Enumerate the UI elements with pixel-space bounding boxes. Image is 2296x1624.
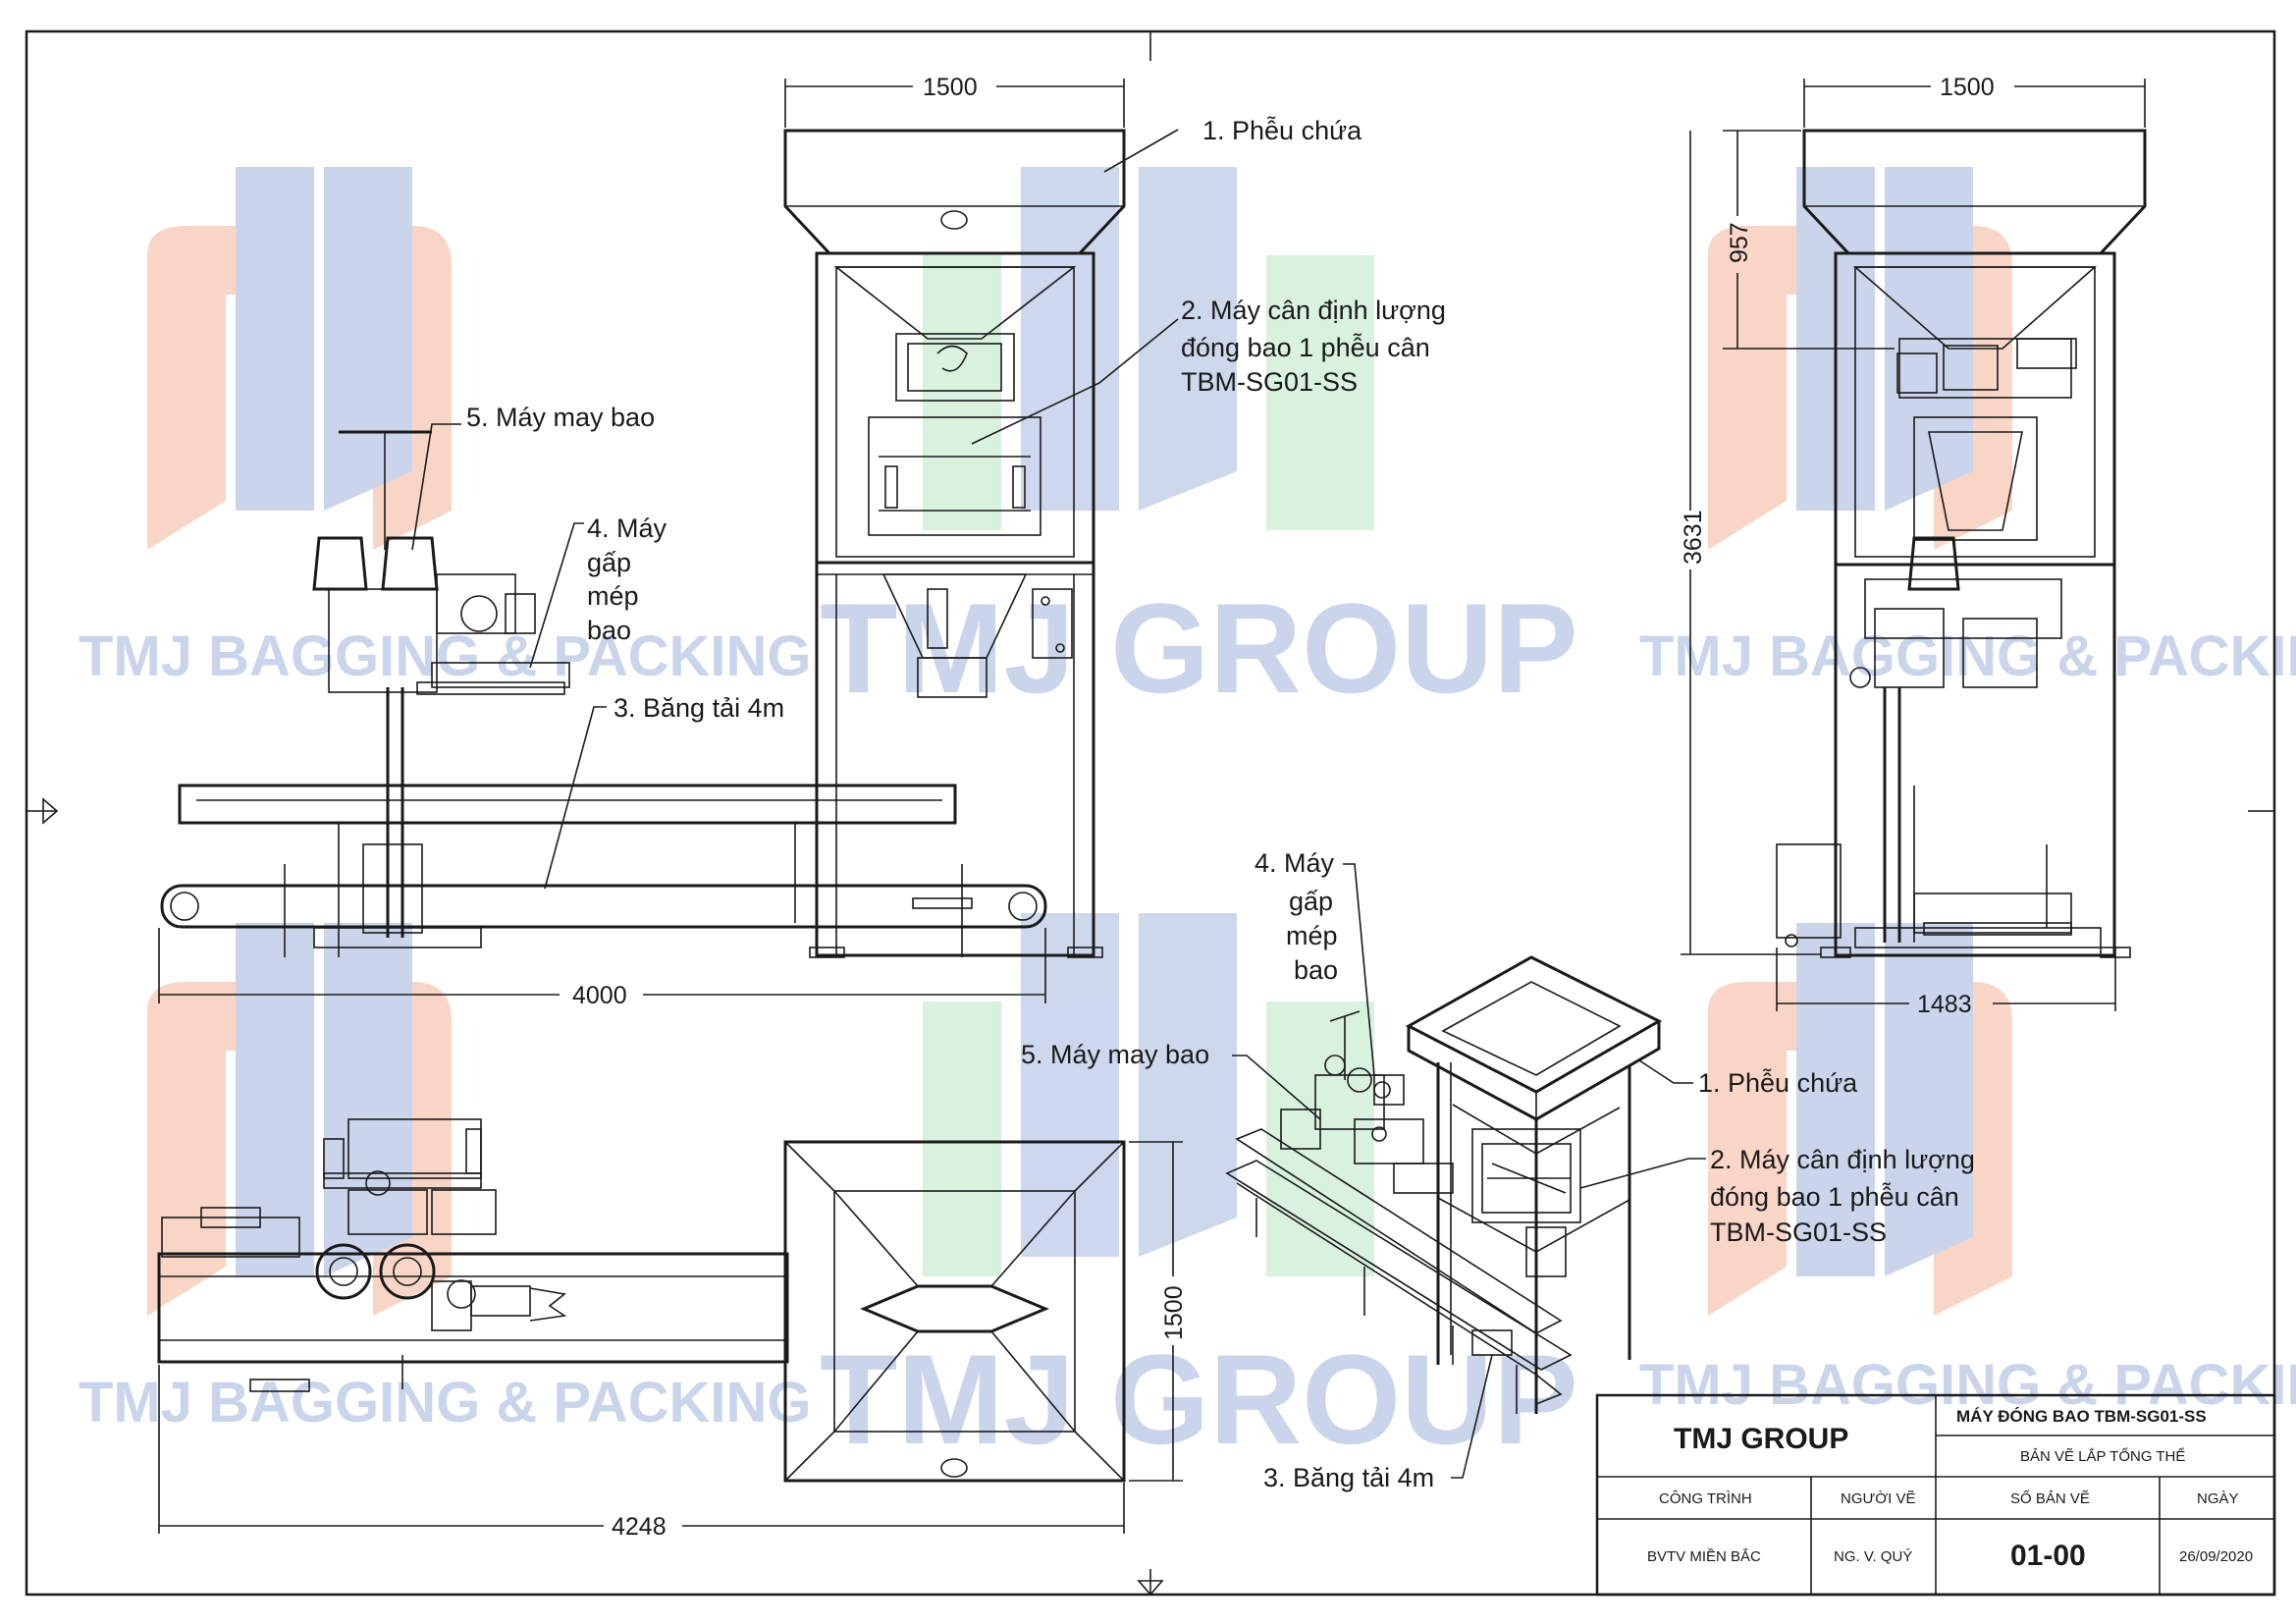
watermark-text-bottom-right: TMJ BAGGING & PACKING xyxy=(1639,1353,2296,1417)
center-mark-bottom xyxy=(1137,1569,1164,1597)
iso-label-folder-4: bao xyxy=(1294,955,1338,985)
watermark-text-bottom-center: TMJ GROUP xyxy=(820,1327,1578,1471)
title-block-drawing-type: BẢN VẼ LẮP TỔNG THỂ xyxy=(2020,1447,2185,1465)
iso-label-conveyor: 3. Băng tải 4m xyxy=(1263,1463,1434,1492)
watermark-logo-top-left xyxy=(147,167,452,550)
side-dim-top-width: 1500 xyxy=(1940,74,1995,101)
watermark-text-top-right: TMJ BAGGING & PACKING xyxy=(1639,624,2296,688)
front-label-folder-3: mép xyxy=(587,581,639,611)
front-frame xyxy=(815,251,1095,957)
side-dim-base-width: 1483 xyxy=(1917,991,1972,1018)
title-block-date: 26/09/2020 xyxy=(2179,1548,2253,1565)
iso-label-hopper: 1. Phễu chứa xyxy=(1698,1067,1858,1098)
side-dim-hopper-height: 957 xyxy=(1726,222,1753,263)
iso-label-scale-2: đóng bao 1 phễu cân xyxy=(1710,1181,1959,1212)
title-block-col-drawing-no: SỐ BẢN VẼ xyxy=(2010,1489,2090,1507)
title-block-drawing-no: 01-00 xyxy=(2010,1540,2086,1572)
title-block-drawer: NG. V. QUÝ xyxy=(1834,1548,1912,1565)
watermark-text-bottom-left: TMJ BAGGING & PACKING xyxy=(79,1371,812,1435)
front-label-conveyor: 3. Băng tải 4m xyxy=(614,693,784,723)
watermark-logo-top-right xyxy=(1708,167,2012,550)
front-label-scale-2: đóng bao 1 phễu cân xyxy=(1181,332,1430,362)
iso-label-folder-2: gấp xyxy=(1289,887,1333,916)
front-conveyor-rail xyxy=(178,784,957,825)
title-block: TMJ GROUP MÁY ĐÓNG BAO TBM-SG01-SS BẢN V… xyxy=(1595,1393,2276,1597)
side-frame xyxy=(1834,251,2116,957)
iso-callouts: 4. Máy gấp mép bao 5. Máy may bao 1. Phễ… xyxy=(1021,848,1975,1492)
front-label-scale-3: TBM-SG01-SS xyxy=(1181,367,1358,397)
side-dimensions: 1500 957 3631 1483 xyxy=(1680,74,2146,1018)
iso-label-sewing: 5. Máy may bao xyxy=(1021,1040,1209,1069)
front-view xyxy=(160,129,1126,958)
iso-conveyor xyxy=(1235,1128,1563,1334)
top-view xyxy=(157,1118,1126,1483)
watermark-logo-bottom-right xyxy=(1708,923,2012,1316)
center-mark-left xyxy=(27,797,59,825)
front-label-folder-1: 4. Máy xyxy=(587,514,667,543)
iso-view xyxy=(1225,955,1663,1414)
title-block-machine: MÁY ĐÓNG BAO TBM-SG01-SS xyxy=(1956,1407,2207,1426)
front-label-sewing: 5. Máy may bao xyxy=(466,403,655,432)
front-label-scale-1: 2. Máy cân định lượng xyxy=(1181,296,1446,325)
top-hopper xyxy=(783,1140,1126,1483)
top-conveyor xyxy=(157,1252,789,1364)
iso-label-folder-1: 4. Máy xyxy=(1255,848,1335,878)
top-dim-hopper-width: 1500 xyxy=(1160,1285,1188,1340)
front-conveyor-belt xyxy=(160,884,1047,929)
top-dim-length: 4248 xyxy=(612,1513,667,1541)
front-callouts: 1. Phễu chứa 2. Máy cân định lượng đóng … xyxy=(411,115,1446,890)
title-block-col-drawer: NGƯỜI VẼ xyxy=(1841,1490,1916,1507)
front-label-folder-4: bao xyxy=(587,616,631,645)
watermark-text-top-left: TMJ BAGGING & PACKING xyxy=(79,624,812,688)
iso-label-scale-1: 2. Máy cân định lượng xyxy=(1710,1145,1975,1174)
side-view xyxy=(1776,129,2147,958)
title-block-company: TMJ GROUP xyxy=(1674,1423,1848,1455)
front-dim-length: 4000 xyxy=(572,982,627,1009)
title-block-col-date: NGÀY xyxy=(2197,1490,2239,1507)
front-dimensions: 1500 4000 xyxy=(158,74,1125,1009)
top-dimensions: 1500 4248 xyxy=(158,1141,1188,1541)
front-label-folder-2: gấp xyxy=(587,548,631,577)
title-block-project: BVTV MIỀN BẮC xyxy=(1647,1547,1761,1565)
front-dim-top-width: 1500 xyxy=(923,74,978,101)
title-block-col-project: CÔNG TRÌNH xyxy=(1659,1490,1752,1507)
iso-label-folder-3: mép xyxy=(1286,921,1338,950)
front-label-hopper: 1. Phễu chứa xyxy=(1202,115,1362,145)
side-dim-total-height: 3631 xyxy=(1680,510,1707,565)
iso-label-scale-3: TBM-SG01-SS xyxy=(1710,1218,1887,1247)
